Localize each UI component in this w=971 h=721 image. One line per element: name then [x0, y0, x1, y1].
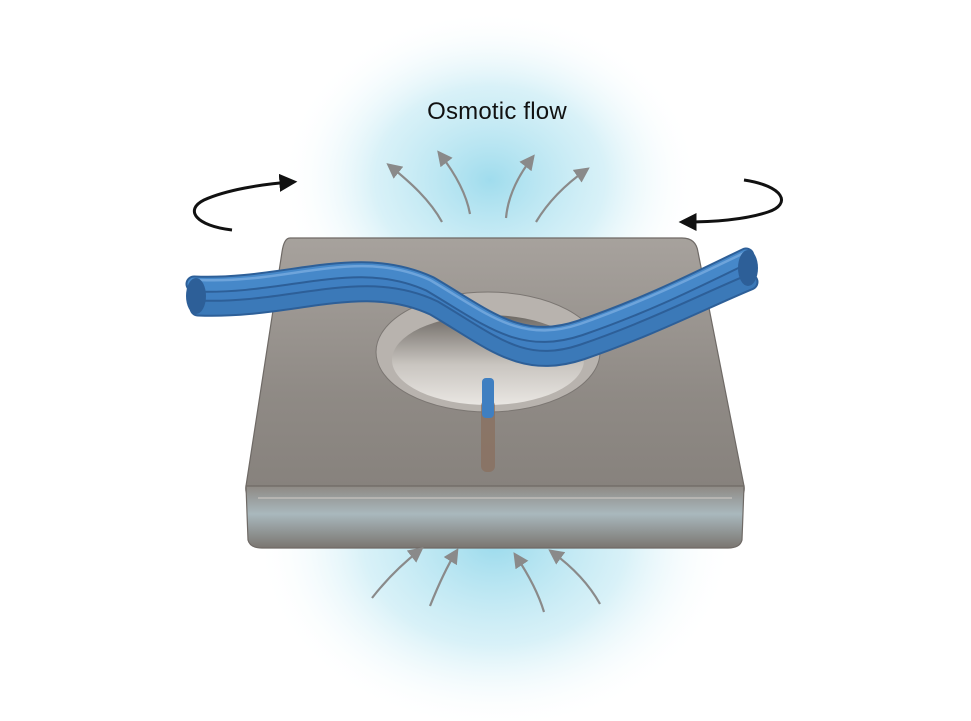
- fiber-strand: [187, 249, 753, 341]
- fiber-bundle: [185, 247, 759, 367]
- rotation-arrow-icon: [192, 173, 298, 232]
- flow-arrows-out: [386, 150, 590, 223]
- flow-arrows-in: [371, 547, 601, 613]
- flow-arrow-icon: [535, 167, 590, 223]
- rotation-arrow-icon: [678, 178, 783, 231]
- fiber-stem: [482, 378, 494, 418]
- flow-arrow-icon: [548, 549, 601, 605]
- fiber-shadow-line: [481, 400, 495, 472]
- flow-arrow-icon: [386, 163, 443, 223]
- fiber-end-left: [186, 278, 206, 314]
- flow-arrow-icon: [513, 552, 546, 613]
- flow-arrow-icon: [371, 547, 424, 599]
- flow-arrow-icon: [428, 548, 459, 607]
- osmotic-flow-label: Osmotic flow: [427, 98, 567, 125]
- fiber-strand: [189, 263, 755, 353]
- fiber-end-right: [738, 250, 758, 286]
- flow-arrow-icon: [437, 150, 472, 215]
- fiber-highlight: [198, 251, 746, 332]
- fiber-strand: [191, 275, 757, 365]
- membrane-front-face: [245, 485, 745, 549]
- flow-arrow-icon: [504, 154, 535, 219]
